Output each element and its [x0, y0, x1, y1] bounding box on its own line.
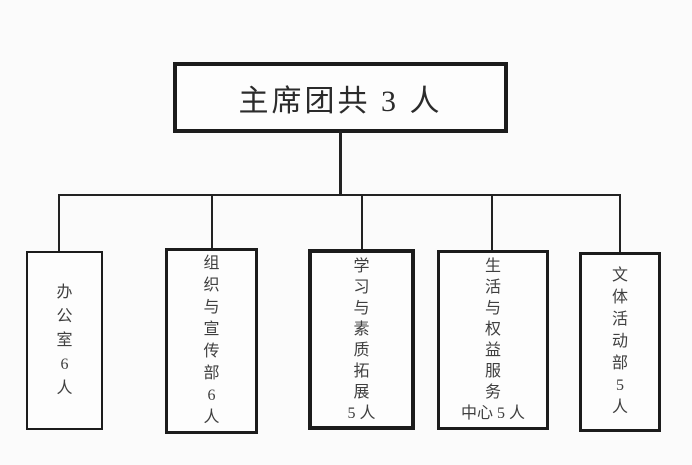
dept-line: 习 — [353, 278, 370, 296]
dept-line: 活 — [611, 311, 628, 328]
box-culture-sports-activities: 文 体 活 动 部 5 人 — [579, 252, 661, 432]
connector-drop-org — [211, 194, 213, 249]
dept-line: 部 — [203, 365, 220, 382]
dept-line: 人 — [203, 409, 220, 426]
dept-line: 公 — [56, 307, 73, 325]
connector-drop-office — [58, 194, 60, 252]
connector-drop-culture — [619, 194, 621, 253]
dept-line: 展 — [353, 383, 370, 401]
dept-line: 质 — [353, 341, 370, 359]
dept-line: 学 — [353, 257, 370, 275]
dept-line: 中心 5 人 — [460, 405, 525, 422]
dept-line: 5 人 — [347, 404, 376, 422]
dept-line: 生 — [484, 258, 501, 275]
box-learning-quality-development: 学 习 与 素 质 拓 展 5 人 — [308, 249, 415, 430]
dept-line: 组 — [203, 255, 220, 272]
connector-drop-learning — [361, 194, 363, 250]
dept-line: 5 — [616, 377, 624, 394]
dept-line: 6 — [207, 387, 216, 404]
dept-line: 办 — [56, 283, 73, 301]
dept-line: 拓 — [353, 362, 370, 380]
box-organization-publicity: 组 织 与 宣 传 部 6 人 — [165, 248, 258, 434]
dept-line: 与 — [203, 299, 220, 316]
dept-line: 宣 — [203, 321, 220, 338]
box-life-rights-service-center: 生 活 与 权 益 服 务 中心 5 人 — [437, 250, 549, 430]
dept-line: 体 — [611, 289, 628, 306]
dept-line: 部 — [611, 355, 628, 372]
dept-line: 文 — [611, 267, 628, 284]
connector-trunk — [339, 131, 342, 195]
dept-line: 素 — [353, 320, 370, 338]
dept-line: 务 — [484, 384, 501, 401]
dept-line: 人 — [56, 379, 73, 397]
dept-line: 人 — [611, 399, 628, 416]
dept-line: 6 — [60, 355, 69, 373]
dept-line: 传 — [203, 343, 220, 360]
connector-drop-life — [491, 194, 493, 251]
dept-line: 动 — [611, 333, 628, 350]
connector-horizontal — [58, 194, 621, 196]
box-office: 办 公 室 6 人 — [26, 251, 103, 430]
dept-line: 权 — [484, 321, 501, 338]
dept-line: 室 — [56, 331, 73, 349]
dept-line: 活 — [484, 279, 501, 296]
dept-line: 与 — [353, 299, 370, 317]
presidium-label: 主席团共 3 人 — [238, 84, 443, 118]
dept-line: 服 — [484, 363, 501, 380]
dept-line: 织 — [203, 277, 220, 294]
box-presidium: 主席团共 3 人 — [173, 62, 508, 133]
dept-line: 与 — [484, 300, 501, 317]
dept-line: 益 — [484, 342, 501, 359]
